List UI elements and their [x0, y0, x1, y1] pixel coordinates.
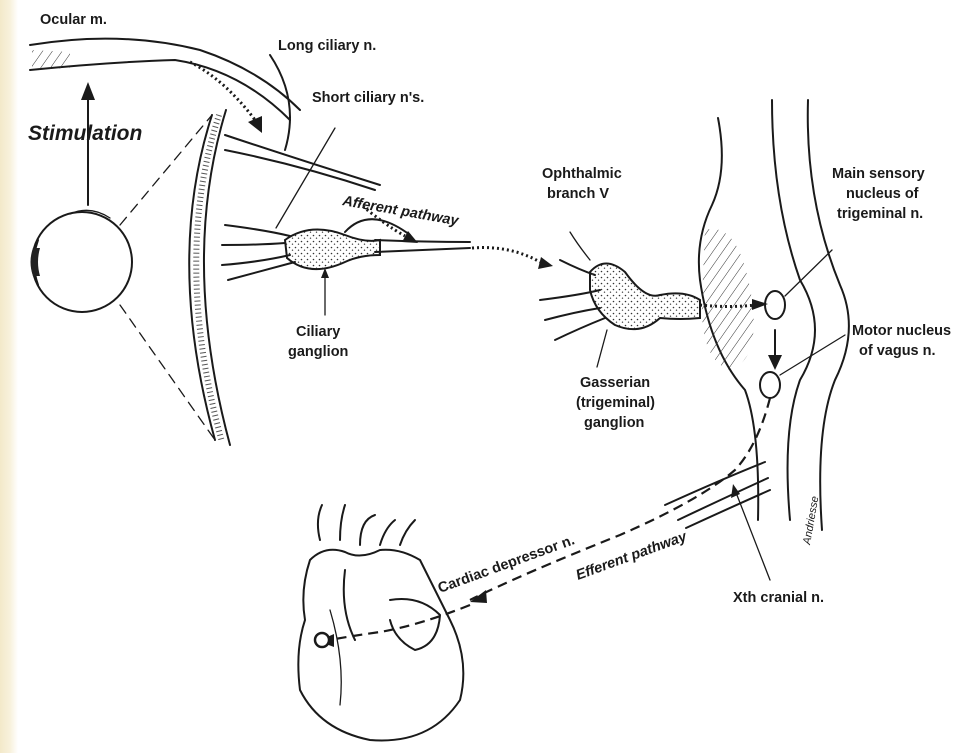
- gasserian-ganglion: [540, 232, 700, 367]
- label-stimulation: Stimulation: [28, 122, 142, 145]
- signature: Andriesse: [801, 495, 821, 546]
- label-main-sensory-2: nucleus of: [846, 186, 919, 202]
- globe-section: [120, 110, 230, 445]
- cranial-nerve-x: [665, 462, 770, 580]
- label-short-ciliary: Short ciliary n's.: [312, 90, 424, 106]
- main-sensory-nucleus: [765, 291, 785, 319]
- ocular-muscle: [30, 39, 300, 133]
- label-gasserian-1: Gasserian: [580, 375, 650, 391]
- label-motor-nucleus-2: of vagus n.: [859, 343, 936, 359]
- label-ciliary-ganglion-2: ganglion: [288, 344, 348, 360]
- brainstem: [699, 100, 849, 530]
- label-ocular-m: Ocular m.: [40, 12, 107, 28]
- label-motor-nucleus-1: Motor nucleus: [852, 323, 951, 339]
- label-gasserian-3: ganglion: [584, 415, 644, 431]
- label-efferent-pathway: Efferent pathway: [574, 529, 690, 584]
- motor-nucleus-vagus: [760, 372, 780, 398]
- ciliary-ganglion: [222, 200, 553, 315]
- short-ciliary-pointer: [276, 128, 335, 228]
- label-ciliary-ganglion-1: Ciliary: [296, 324, 340, 340]
- label-main-sensory-3: trigeminal n.: [837, 206, 923, 222]
- long-ciliary-nerves: [225, 55, 380, 190]
- eye: [31, 210, 133, 312]
- label-afferent-pathway: Afferent pathway: [340, 193, 460, 229]
- label-ophthalmic-1: Ophthalmic: [542, 166, 622, 182]
- label-main-sensory-1: Main sensory: [832, 166, 925, 182]
- label-ophthalmic-2: branch V: [547, 186, 609, 202]
- label-xth-cranial: Xth cranial n.: [733, 590, 824, 606]
- efferent-path: [318, 398, 770, 647]
- heart: [298, 505, 463, 741]
- label-gasserian-2: (trigeminal): [576, 395, 655, 411]
- label-cardiac-depressor: Cardiac depressor n.: [436, 532, 577, 596]
- label-long-ciliary: Long ciliary n.: [278, 38, 376, 54]
- sa-node: [315, 633, 329, 647]
